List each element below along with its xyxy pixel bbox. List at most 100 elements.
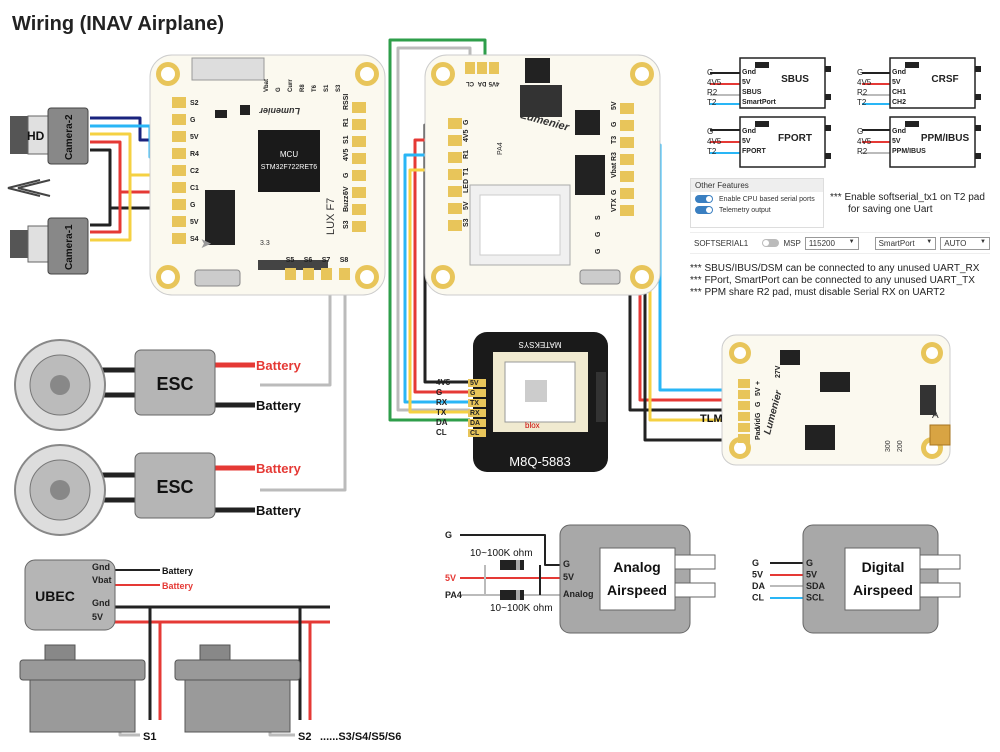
fc-left-pad <box>172 233 186 244</box>
pdb-top-pad-label: 4V5 <box>488 80 499 86</box>
fc-bottom-pad <box>339 268 350 280</box>
receiver-name: PPM/IBUS <box>921 133 970 144</box>
pdb-board: Lumenier <box>424 54 661 296</box>
pdb-right-pad-label: Vbat <box>611 162 618 178</box>
gps-wire-label: DA <box>436 418 448 427</box>
receiver-pin-label: 5V <box>892 138 901 145</box>
pdb-left-pad <box>448 118 462 129</box>
softserial-label: SOFTSERIAL1 <box>694 238 749 248</box>
cpu-serial-toggle[interactable] <box>695 195 713 203</box>
fc-left-pad <box>172 199 186 210</box>
digital-pin-label: SCL <box>806 593 825 603</box>
softserial-note-1: *** Enable softserial_tx1 on T2 pad <box>830 192 985 203</box>
toggle-row-1: Enable CPU based serial ports <box>695 195 819 203</box>
camera1-label: Camera-1 <box>64 224 75 270</box>
pdb-left-pad <box>448 152 462 163</box>
pdb-top-pad <box>489 62 499 74</box>
resistor-2-label: 10~100K ohm <box>490 603 553 614</box>
fc-right-pad <box>352 204 366 215</box>
vtx-pin <box>738 412 750 421</box>
digital-pin-label: 5V <box>806 570 817 580</box>
auto-select[interactable]: AUTO▼ <box>940 236 990 250</box>
gps-pin <box>468 409 486 417</box>
analog-pin-label: 5V <box>563 572 574 582</box>
pdb-right-pad <box>620 120 634 131</box>
fc-arrow-icon: ➤ <box>200 235 212 251</box>
servo-1-label: S1 <box>143 731 156 743</box>
receiver-name: CRSF <box>931 74 958 85</box>
msp-toggle[interactable] <box>761 239 780 247</box>
fc-bottom-pad <box>303 268 314 280</box>
pdb-right-pad2-label: G <box>595 231 602 237</box>
vtx-pin <box>738 434 750 443</box>
vtx-pin-label: + <box>755 381 762 385</box>
ubec-pin-label: Gnd <box>92 562 110 572</box>
fc-left-pad <box>172 131 186 142</box>
pdb-left-pad-label: LED <box>463 179 470 193</box>
gps-pin <box>468 379 486 387</box>
fc-left-pad <box>172 148 186 159</box>
gps-wire-label: TX <box>436 408 447 417</box>
vtx-freq-1: 300 <box>885 440 892 452</box>
analog-pin-label: Analog <box>563 589 594 599</box>
fc-bottom-pad <box>285 268 296 280</box>
pdb-left-pad <box>448 220 462 231</box>
gps-pin-label: G <box>470 390 476 397</box>
auto-caret-icon: ▼ <box>980 238 986 245</box>
gps-module: MATEKSYS M8Q-5883 blox <box>473 332 608 472</box>
gps-pin-label: 5V <box>470 380 479 387</box>
receiver-pin-label: 5V <box>742 138 751 145</box>
gps-pin <box>468 399 486 407</box>
receiver-pin-label: Gnd <box>742 69 756 76</box>
telemetry-toggle[interactable] <box>695 206 713 214</box>
fc-left-pad-label: R4 <box>190 151 199 158</box>
vtx-pin <box>738 390 750 399</box>
fc-top-pad-label: Curr <box>288 79 294 92</box>
vtx-voltage-label: 27V <box>775 365 782 378</box>
receiver-wire-label: T2 <box>707 98 717 107</box>
softserial-row: SOFTSERIAL1 MSP 115200▼ SmartPort▼ AUTO▼ <box>690 232 990 254</box>
digital-wire-label: CL <box>752 593 764 603</box>
esc-2: ESC <box>134 452 216 519</box>
fc-bottom-pad-label: S7 <box>322 257 331 264</box>
analog-wire-label: PA4 <box>445 590 462 600</box>
receiver-pin-label: FPORT <box>742 148 766 155</box>
gps-pin <box>468 389 486 397</box>
vtx-pin-label: G <box>755 412 762 418</box>
pdb-left-pad <box>448 186 462 197</box>
mcu-label: MCU <box>280 150 298 159</box>
fc-top-pad-label: T6 <box>312 84 318 92</box>
ubec-pin-label: 5V <box>92 612 103 622</box>
receiver-wire-label: 4V5 <box>707 78 722 87</box>
fc-left-pad-label: C1 <box>190 185 199 192</box>
gps-chip: blox <box>525 421 540 430</box>
diagram-title: Wiring (INAV Airplane) <box>12 13 224 35</box>
esc-1-battery-pos: Battery <box>256 358 302 373</box>
flight-controller-board: MCU STM32F722RET6 Lumenier LUX F7 3.3 ➤ <box>149 54 386 296</box>
gps-pin-label: CL <box>470 430 480 437</box>
fc-top-pad-label: Vbat <box>264 79 270 92</box>
baud-select[interactable]: 115200▼ <box>804 236 859 250</box>
analog-pin-label: G <box>563 559 570 569</box>
receiver-pin-label: PPM/IBUS <box>892 148 926 155</box>
resistor-1 <box>500 560 524 570</box>
pdb-top-pad-label: CL <box>466 80 474 86</box>
fc-left-pad-label: G <box>190 117 196 124</box>
pdb-right-pad2-label: G <box>595 248 602 254</box>
fc-left-pad-label: S2 <box>190 100 199 107</box>
smartport-select[interactable]: SmartPort▼ <box>874 236 937 250</box>
receiver-wire-label: G <box>707 127 713 136</box>
pdb-top-pad <box>477 62 487 74</box>
fc-right-pad-label: 5V <box>343 186 350 195</box>
fc-bottom-pad <box>321 268 332 280</box>
esc-1: ESC <box>134 349 216 416</box>
camera2-label: Camera-2 <box>64 114 75 160</box>
